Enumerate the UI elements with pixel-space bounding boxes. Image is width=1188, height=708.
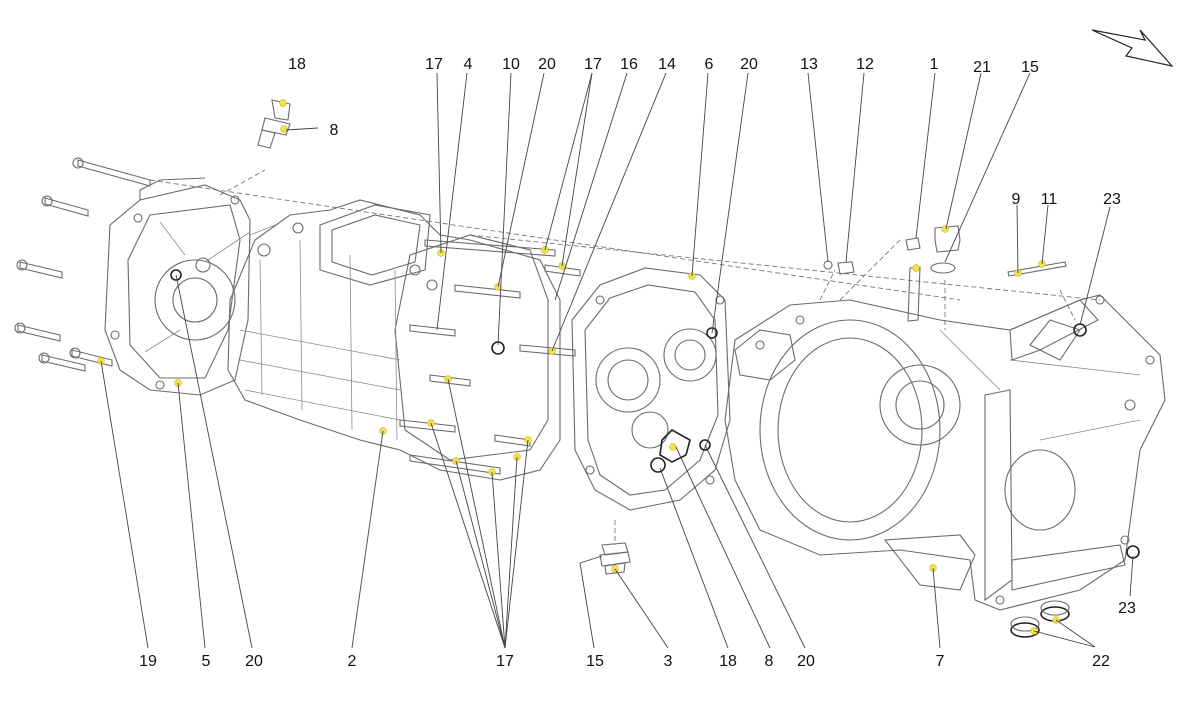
callout-21-top: 21 <box>973 59 991 76</box>
callout-10-top: 10 <box>502 56 520 73</box>
callout-9-top: 9 <box>1012 191 1021 208</box>
drain-plug <box>599 542 631 575</box>
assembly-axis-lines <box>149 169 1101 545</box>
callout-18-bottom: 18 <box>719 653 737 670</box>
callout-5-bottom: 5 <box>202 653 211 670</box>
callout-20-top-a: 20 <box>538 56 556 73</box>
intermediate-plate <box>571 267 731 511</box>
callout-11-top: 11 <box>1041 191 1058 208</box>
callout-23-bottom: 23 <box>1118 600 1136 617</box>
callout-17-top-b: 17 <box>584 56 602 73</box>
callout-8-top: 8 <box>330 122 339 139</box>
callout-2-bottom: 2 <box>348 653 357 670</box>
callout-20-bottom-b: 20 <box>797 653 815 670</box>
callout-12-top: 12 <box>856 56 874 73</box>
callout-1-top: 1 <box>930 56 939 73</box>
callout-4-top: 4 <box>464 56 473 73</box>
callout-23-top: 23 <box>1103 191 1121 208</box>
callout-7-bottom: 7 <box>936 653 945 670</box>
callout-8-bottom: 8 <box>765 653 774 670</box>
callout-18-top: 18 <box>288 56 306 73</box>
callout-22-bottom: 22 <box>1092 653 1110 670</box>
callout-16-top: 16 <box>620 56 638 73</box>
gearbox-housing <box>227 199 561 481</box>
callout-15-top: 15 <box>1021 59 1039 76</box>
callout-20-top-b: 20 <box>740 56 758 73</box>
callout-3-bottom: 3 <box>664 653 673 670</box>
engine-mounts <box>1010 600 1070 638</box>
speed-sensor <box>257 99 291 149</box>
stud-set <box>399 239 581 475</box>
callout-13-top: 13 <box>800 56 818 73</box>
callout-6-top: 6 <box>705 56 714 73</box>
callout-20-bottom-a: 20 <box>245 653 263 670</box>
small-parts-top-right <box>823 225 1140 559</box>
callout-17-top-a: 17 <box>425 56 443 73</box>
callout-17-bottom: 17 <box>496 653 514 670</box>
bolt-set-left <box>14 157 151 372</box>
direction-arrow-icon <box>1091 29 1174 67</box>
callout-15-bottom: 15 <box>586 653 604 670</box>
callout-14-top: 14 <box>658 56 676 73</box>
callouts-bottom: 19 5 20 2 17 15 3 18 8 20 7 23 22 <box>139 600 1136 670</box>
callout-19-bottom: 19 <box>139 653 157 670</box>
marker-dots <box>97 99 1060 635</box>
callouts-top: 18 8 17 4 10 20 17 16 14 6 20 13 12 1 21… <box>288 56 1121 208</box>
bell-housing <box>724 294 1166 611</box>
leader-lines <box>100 72 1134 649</box>
